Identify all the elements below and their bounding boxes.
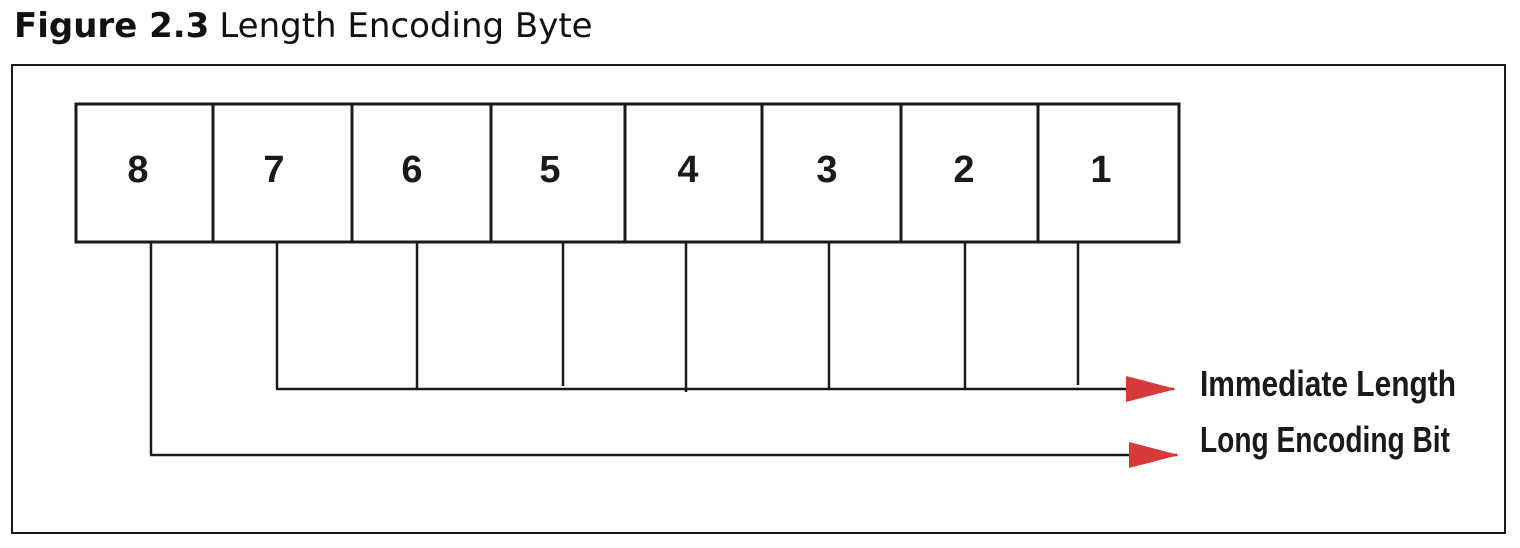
bit-label-8: 8 [127,149,148,191]
bit-label-5: 5 [539,149,560,191]
immediate-length-connectors [275,242,1176,402]
long-encoding-bit-label: Long Encoding Bit [1200,419,1450,460]
bit-cell-1 [1036,102,1181,244]
bit-label-4: 4 [677,149,698,191]
bit-label-3: 3 [816,149,837,191]
immediate-length-label: Immediate Length [1200,363,1456,404]
figure-number: Figure 2.3 [14,6,210,46]
bit-label-2: 2 [953,149,974,191]
long-encoding-connector [149,242,1179,468]
byte-cells [74,102,1181,244]
bit-label-6: 6 [401,149,422,191]
bit-label-1: 1 [1090,149,1111,191]
figure-title: Length Encoding Byte [219,6,593,46]
bit-labels: 8 7 6 5 4 3 2 1 [127,149,1111,191]
bit-label-7: 7 [263,149,284,191]
diagram-frame [11,64,1506,534]
